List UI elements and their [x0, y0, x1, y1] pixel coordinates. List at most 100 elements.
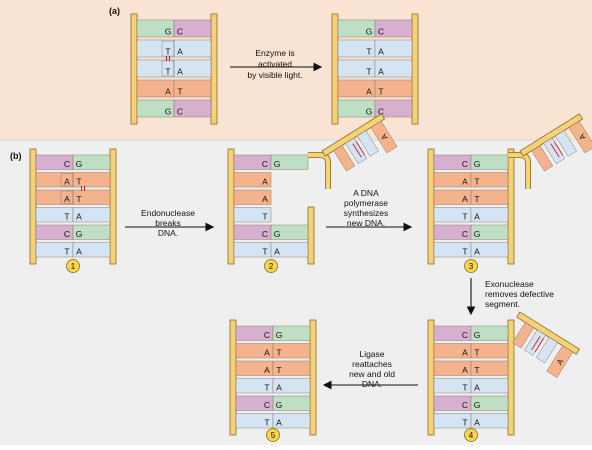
base-left: [233, 207, 272, 223]
base-letter: C: [262, 229, 268, 239]
caption-polymerase: polymerase: [344, 198, 388, 208]
backbone-right: [309, 319, 317, 436]
base-left: [233, 172, 272, 188]
base-right: [173, 19, 212, 38]
excised-backbone: [519, 113, 584, 157]
base-letter: A: [378, 47, 384, 57]
base-letter: A: [165, 87, 171, 97]
excised-base: [531, 145, 554, 172]
base-letter: A: [177, 67, 183, 77]
base-letter: A: [276, 383, 282, 393]
excised-base: [568, 120, 592, 154]
step-number: 1: [71, 262, 76, 271]
caption-endonuclease: Endonuclease: [141, 208, 195, 218]
step-number: 4: [469, 431, 474, 440]
thymine-dimer-bond: [352, 143, 362, 158]
base-right: [72, 207, 111, 223]
caption-ligase: new and old: [349, 369, 395, 379]
base-letter: G: [474, 400, 481, 410]
base-right: [470, 413, 509, 429]
base-letter: A: [555, 357, 566, 367]
backbone-right: [507, 148, 515, 265]
base-letter: A: [379, 132, 390, 142]
excised-base: [357, 130, 379, 157]
base-letter: C: [264, 400, 270, 410]
base-letter: G: [366, 27, 373, 37]
excised-base: [546, 345, 574, 378]
base-letter: C: [64, 159, 70, 169]
base-letter: C: [264, 330, 270, 340]
base-letter: G: [276, 330, 283, 340]
base-letter: A: [474, 418, 480, 428]
backbone-left: [130, 13, 138, 125]
base-letter: C: [177, 107, 183, 117]
base-right: [470, 242, 509, 258]
caption-exonuclease: segment.: [485, 299, 520, 309]
base-right: [470, 360, 509, 376]
nick-connection: [508, 152, 531, 189]
caption-ligase: DNA.: [362, 379, 382, 389]
base-letter: T: [462, 212, 467, 222]
base-right: [470, 207, 509, 223]
base-letter: A: [264, 348, 270, 358]
base-letter: A: [264, 365, 270, 375]
panel-a-background: [0, 0, 592, 140]
caption-endonuclease: DNA.: [158, 228, 178, 238]
base-letter: T: [276, 348, 281, 358]
base-right: [470, 172, 509, 188]
base-letter: A: [462, 177, 468, 187]
base-left: [233, 189, 272, 205]
caption-exonuclease: Exonuclease: [485, 279, 534, 289]
base-right: [270, 154, 309, 170]
step-number: 3: [469, 262, 474, 271]
caption-ligase: Ligase: [359, 349, 384, 359]
excised-base: [512, 322, 535, 349]
base-letter: T: [462, 247, 467, 257]
excised-segment-step4: A: [512, 311, 580, 378]
step-marker: [264, 259, 278, 273]
base-right: [374, 19, 413, 38]
base-letter: T: [462, 418, 467, 428]
base-letter: G: [274, 229, 281, 239]
step-number: 2: [269, 262, 274, 271]
base-letter: T: [264, 418, 269, 428]
base-letter: A: [64, 194, 70, 204]
base-letter: A: [276, 418, 282, 428]
base-letter: C: [462, 159, 468, 169]
base-letter: T: [462, 383, 467, 393]
base-letter: C: [262, 159, 268, 169]
step-marker: [464, 259, 478, 273]
backbone-right-lower: [307, 206, 315, 265]
base-letter: T: [474, 365, 479, 375]
base-letter: T: [64, 212, 69, 222]
step-marker: [464, 428, 478, 442]
base-right: [470, 224, 509, 240]
base-letter: C: [462, 229, 468, 239]
backbone-right: [109, 148, 117, 265]
thymine-dimer-bond: [355, 141, 365, 156]
base-right: [470, 325, 509, 341]
base-letter: G: [366, 107, 373, 117]
base-right: [272, 343, 311, 359]
base-letter: T: [177, 87, 182, 97]
base-letter: G: [165, 107, 172, 117]
base-right: [72, 224, 111, 240]
base-right: [272, 378, 311, 394]
base-letter: G: [474, 159, 481, 169]
base-right: [72, 242, 111, 258]
caption-exonuclease: removes defective: [485, 289, 554, 299]
base-letter: T: [474, 348, 479, 358]
backbone-right: [507, 319, 515, 436]
base-right: [272, 395, 311, 411]
panel-a-label: (a): [109, 6, 120, 16]
backbone-left: [29, 148, 37, 265]
caption-polymerase: new DNA.: [347, 218, 385, 228]
base-letter: G: [474, 229, 481, 239]
base-letter: T: [76, 194, 81, 204]
nick-connection: [308, 152, 331, 189]
base-letter: C: [64, 229, 70, 239]
caption-enzyme-activation: Enzyme is: [255, 48, 294, 58]
excised-backbone: [516, 311, 580, 355]
